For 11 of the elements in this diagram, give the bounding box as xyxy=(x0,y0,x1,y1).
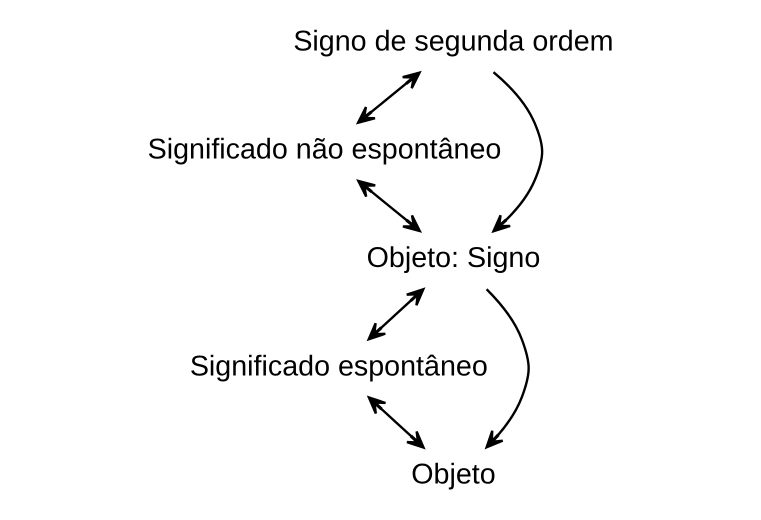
arrow xyxy=(367,396,424,449)
arrow xyxy=(484,288,530,449)
node-text: Signo de segunda ordem xyxy=(292,25,614,58)
arrow xyxy=(356,180,420,232)
arrow xyxy=(367,288,424,340)
node-text: Objeto: Signo xyxy=(366,242,540,274)
node-text: Significado não espontâneo xyxy=(147,134,501,166)
arrow xyxy=(356,71,420,124)
node-text: Objeto xyxy=(410,458,496,491)
node-text: Significado espontâneo xyxy=(189,350,488,382)
arrow xyxy=(492,71,543,232)
